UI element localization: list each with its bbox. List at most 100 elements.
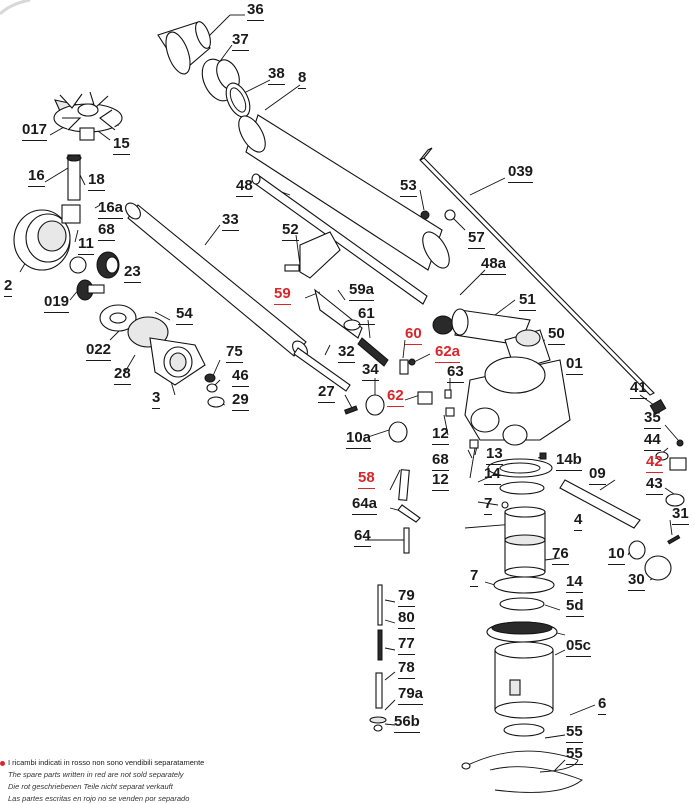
label-34: 34 [362, 361, 379, 381]
part-16-shaft [66, 154, 82, 201]
footnote-de: Die rot geschriebenen Teile nicht separa… [8, 782, 173, 791]
label-30: 30 [628, 571, 645, 591]
part-29-washer [207, 396, 225, 408]
part-68-screw [469, 439, 479, 449]
part-32-rod [293, 347, 351, 392]
label-15: 15 [113, 135, 130, 155]
label-01: 01 [566, 355, 583, 375]
label-13: 13 [486, 445, 503, 465]
label-11: 11 [78, 235, 94, 255]
part-77-spring [377, 629, 383, 661]
part-10-bushing [628, 540, 646, 560]
label-32: 32 [338, 343, 355, 363]
label-28: 28 [114, 365, 131, 385]
part-64a-pin [397, 504, 421, 523]
label-60: 60 [405, 325, 422, 345]
part-017-rotor [53, 91, 123, 141]
part-14b-ring [539, 452, 547, 460]
part-79a-washer [369, 716, 387, 724]
footnote-es: Las partes escritas en rojo no se venden… [8, 794, 190, 803]
part-09-shaft [559, 479, 641, 529]
part-60-pin [399, 359, 409, 375]
label-57: 57 [468, 229, 485, 249]
part-63-screw [444, 389, 452, 399]
label-14-a: 14 [484, 465, 501, 485]
label-36: 36 [247, 1, 264, 21]
part-2-housing [13, 204, 81, 271]
part-57-nut [444, 209, 456, 221]
part-6-ring [503, 723, 545, 737]
label-017: 017 [22, 121, 48, 141]
label-7-b: 7 [470, 567, 479, 587]
part-11-gear [69, 256, 87, 274]
label-38: 38 [268, 65, 285, 85]
part-4-riser [504, 506, 546, 578]
label-64: 64 [354, 527, 371, 547]
label-10: 10 [608, 545, 625, 565]
label-79: 79 [398, 587, 415, 607]
part-46-nut [206, 383, 218, 393]
label-55-a: 55 [566, 723, 583, 743]
label-62: 62 [387, 387, 404, 407]
part-56b-nut [373, 724, 383, 732]
label-61: 61 [358, 305, 375, 325]
part-55-clamp-b [489, 766, 583, 793]
part-79-rod [377, 584, 383, 626]
part-31-pin [667, 534, 681, 545]
label-29: 29 [232, 391, 249, 411]
label-33: 33 [222, 211, 239, 231]
part-61-spring [357, 337, 389, 367]
part-62-coupling [417, 391, 433, 405]
label-16: 16 [28, 167, 45, 187]
label-3: 3 [152, 389, 161, 409]
part-14-ring-a [487, 458, 553, 478]
label-022: 022 [86, 341, 112, 361]
label-78: 78 [398, 659, 415, 679]
part-42-clamp [669, 457, 687, 471]
label-2: 2 [4, 277, 13, 297]
label-77: 77 [398, 635, 415, 655]
label-14-c: 14 [566, 573, 583, 593]
label-54: 54 [176, 305, 193, 325]
part-48a-nut [432, 315, 454, 335]
label-59: 59 [274, 285, 291, 305]
label-019: 019 [44, 293, 70, 313]
label-42: 42 [646, 453, 663, 473]
label-63: 63 [447, 363, 464, 383]
label-039: 039 [508, 163, 534, 183]
label-10a: 10a [346, 429, 372, 449]
part-36-nozzle-cone [157, 21, 211, 75]
label-75: 75 [226, 343, 243, 363]
label-68-top: 68 [98, 221, 115, 241]
part-039-rod [419, 147, 655, 396]
label-62a: 62a [435, 343, 461, 363]
label-68-mid: 68 [432, 451, 449, 471]
part-10a-bushing [388, 421, 408, 443]
label-09: 09 [589, 465, 606, 485]
label-79a: 79a [398, 685, 424, 705]
label-80: 80 [398, 609, 415, 629]
red-bullet-icon [0, 761, 5, 766]
label-43: 43 [646, 475, 663, 495]
part-75-screw [204, 373, 216, 383]
label-31: 31 [672, 505, 689, 525]
label-6: 6 [598, 695, 607, 715]
part-27-screw [344, 405, 358, 415]
label-4: 4 [574, 511, 583, 531]
part-58-pin [398, 469, 410, 501]
part-022-flange [99, 304, 137, 332]
part-55-clamp-a [461, 750, 579, 773]
part-5d-bearing [486, 621, 558, 643]
label-16a: 16a [98, 199, 124, 219]
part-62a-part [408, 358, 416, 366]
label-37: 37 [232, 31, 249, 51]
part-43-pin [665, 493, 685, 507]
label-27: 27 [318, 383, 335, 403]
part-7-ball [501, 501, 509, 509]
label-44: 44 [644, 431, 661, 451]
part-44-washer [655, 451, 669, 461]
label-12-b: 12 [432, 471, 449, 491]
part-01-body [464, 356, 571, 446]
part-76-ring [493, 576, 555, 594]
